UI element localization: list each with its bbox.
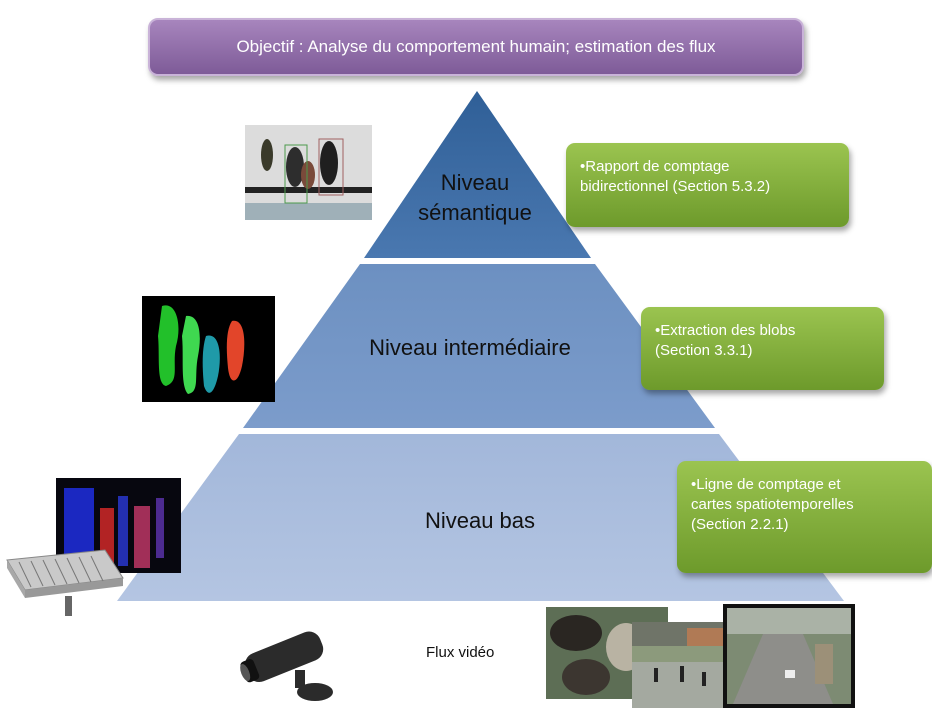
tier-top-shape — [364, 91, 591, 258]
video-frame-2 — [632, 622, 732, 708]
video-stream-label: Flux vidéo — [426, 644, 495, 661]
spatiotemporal-thumbnail — [56, 478, 181, 573]
objective-banner: Objectif : Analyse du comportement humai… — [148, 18, 804, 76]
note-semantic: •Rapport de comptage bidirectionnel (Sec… — [566, 143, 849, 227]
tier-middle-shape — [243, 264, 715, 428]
note-low-line3: (Section 2.2.1) — [691, 516, 789, 533]
video-frame-3 — [723, 604, 855, 708]
tier-low-shape — [117, 434, 844, 601]
objective-text: Objectif : Analyse du comportement humai… — [236, 37, 716, 56]
note-low-line2: cartes spatiotemporelles — [691, 496, 854, 513]
tier-middle-label: Niveau intermédiaire — [369, 335, 571, 360]
tier-low-label: Niveau bas — [424, 508, 536, 533]
tracking-thumbnail — [245, 125, 372, 220]
tier-top-line1: Niveau — [440, 170, 510, 195]
tier-top-label: Niveau sémantique — [395, 168, 555, 228]
note-intermediate-line1: •Extraction des blobs — [655, 322, 796, 339]
note-low-line1: •Ligne de comptage et — [691, 476, 841, 493]
sensor-hardware-image — [6, 549, 124, 616]
note-intermediate-line2: (Section 3.3.1) — [655, 342, 753, 359]
blobs-thumbnail — [142, 296, 275, 402]
tier-top-line2: sémantique — [418, 200, 532, 225]
note-semantic-line2: bidirectionnel (Section 5.3.2) — [580, 178, 771, 195]
note-intermediate: •Extraction des blobs (Section 3.3.1) — [641, 307, 884, 390]
camera-icon — [240, 631, 333, 701]
note-low: •Ligne de comptage et cartes spatiotempo… — [677, 461, 932, 573]
note-semantic-line1: •Rapport de comptage — [580, 158, 730, 175]
